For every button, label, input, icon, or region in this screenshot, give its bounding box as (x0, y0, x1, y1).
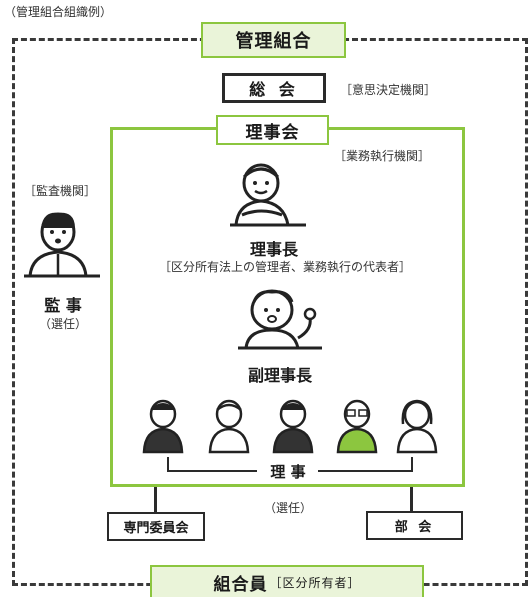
director-bracket-right-line (318, 470, 413, 472)
board-note: ［業務執行機関］ (334, 149, 431, 163)
vice-chairman-label: 副理事長 (247, 366, 312, 385)
chairman-label: 理事長 (249, 240, 298, 259)
directors-label: 理 事 (270, 463, 306, 481)
general-meeting-note: ［意思決定機関］ (340, 83, 437, 97)
director-figure-icon (208, 399, 250, 454)
director-bracket-left-line (167, 470, 257, 472)
chairman-figure-icon (230, 163, 306, 227)
diagram-caption: （管理組合組織例） (4, 5, 113, 19)
directors-selection: （選任） (263, 501, 312, 515)
director-bracket-left-tick (167, 457, 169, 470)
department-connector (410, 487, 413, 512)
director-figure-icon (272, 399, 314, 454)
members-note: ［区分所有者］ (269, 575, 361, 590)
director-figure-icon (336, 399, 378, 454)
committee-connector (154, 487, 157, 512)
chairman-note: ［区分所有法上の管理者、業務執行の代表者］ (158, 260, 411, 274)
committee-box: 専門委員会 (107, 512, 205, 541)
vice-chairman-figure-icon (238, 289, 322, 350)
general-meeting-box: 総 会 (222, 73, 326, 103)
union-title: 管理組合 (201, 22, 346, 58)
director-figure-icon (396, 399, 438, 454)
auditor-label: 監 事 (44, 296, 82, 315)
director-bracket-right-tick (411, 457, 413, 470)
auditor-selection: （選任） (38, 317, 87, 331)
auditor-figure-icon (24, 212, 100, 278)
members-box: 組合員 ［区分所有者］ (150, 565, 424, 597)
board-title: 理事会 (216, 115, 329, 145)
members-label: 組合員 (213, 574, 268, 595)
department-box: 部 会 (366, 511, 463, 540)
director-figure-icon (142, 399, 184, 454)
auditor-note: ［監査機関］ (24, 184, 97, 198)
